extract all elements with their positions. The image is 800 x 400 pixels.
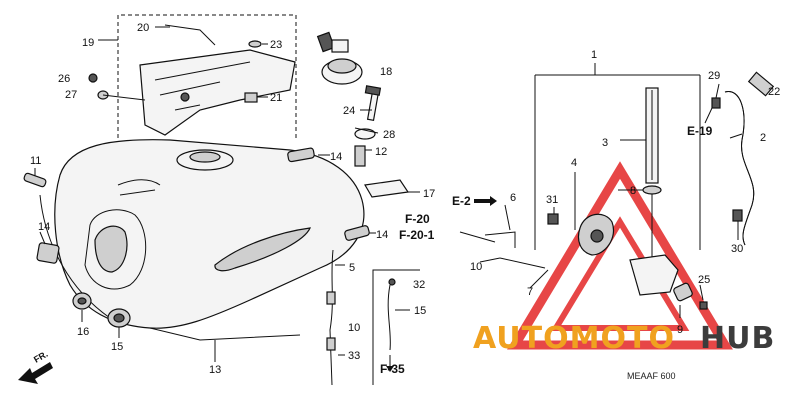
callout-5: 5 <box>349 262 355 274</box>
petcock-valve <box>629 254 679 296</box>
callout-3: 3 <box>602 137 608 149</box>
callout-12: 12 <box>375 146 387 158</box>
tank-emblem-recess <box>84 209 147 290</box>
callout-24: 24 <box>343 105 355 117</box>
callout-33: 33 <box>348 350 360 362</box>
callout-32: 32 <box>413 279 425 291</box>
part-14-top <box>287 147 315 163</box>
leader-lines <box>34 26 743 356</box>
rubber-parts <box>23 147 410 328</box>
callout-1: 1 <box>591 49 597 61</box>
callout-10-b: 10 <box>348 322 360 334</box>
callout-26: 26 <box>58 73 70 85</box>
callout-31: 31 <box>546 194 558 206</box>
callout-2: 2 <box>760 132 766 144</box>
part-6-hose <box>484 231 516 248</box>
callout-19: 19 <box>82 37 94 49</box>
callout-14-left: 14 <box>38 221 50 233</box>
callout-16: 16 <box>77 326 89 338</box>
callout-29: 29 <box>708 70 720 82</box>
part-9-cap <box>673 282 693 302</box>
part-25 <box>699 301 708 310</box>
part-22-spring <box>747 71 775 97</box>
callout-27: 27 <box>65 89 77 101</box>
watermark-text: AUTOMOTO HUB <box>473 321 775 356</box>
ref-f20-1: F-20-1 <box>399 228 435 242</box>
part-10-hose <box>499 257 546 269</box>
front-direction-arrow <box>18 362 53 384</box>
callout-21: 21 <box>270 92 282 104</box>
callout-10-a: 10 <box>470 261 482 273</box>
callout-25: 25 <box>698 274 710 286</box>
part-29-clip <box>711 97 721 109</box>
part-31 <box>547 213 559 225</box>
part-26 <box>88 73 98 83</box>
part-15-hose <box>387 284 391 351</box>
part-8 <box>642 185 662 195</box>
front-label: FR. <box>32 349 50 365</box>
callout-17: 17 <box>423 188 435 200</box>
part-33-clip <box>326 291 336 305</box>
callout-22: 22 <box>768 86 780 98</box>
fuel-cap-group <box>316 31 363 85</box>
vent-hose-group <box>711 71 775 246</box>
seat-cover-part <box>139 49 296 136</box>
seat-cover-group <box>88 14 297 138</box>
callout-20: 20 <box>137 22 149 34</box>
fuel-tank-body <box>54 139 365 329</box>
callout-9: 9 <box>677 324 683 336</box>
part-5-hose <box>329 249 334 386</box>
callout-7: 7 <box>527 286 533 298</box>
callout-4: 4 <box>571 157 577 169</box>
part-11 <box>23 172 47 188</box>
callout-30: 30 <box>731 243 743 255</box>
callout-numbers: 1 2 3 4 5 6 7 8 9 10 11 12 13 14 14 14 1… <box>30 22 780 376</box>
part-20-wire <box>164 24 216 46</box>
part-24 <box>366 90 380 122</box>
part-21 <box>244 92 258 103</box>
callout-15-right: 15 <box>414 305 426 317</box>
bolt-group <box>354 85 382 167</box>
ref-f20: F-20 <box>405 212 430 226</box>
hose-group <box>326 249 420 386</box>
part-30-clip <box>732 209 743 222</box>
part-2-hose <box>724 91 755 246</box>
small-hoses <box>459 231 546 269</box>
callout-28: 28 <box>383 129 395 141</box>
callout-15-left: 15 <box>111 341 123 353</box>
diagram-code: MEAAF 600 <box>627 371 676 381</box>
part-32 <box>388 278 396 286</box>
callout-14-top: 14 <box>330 151 342 163</box>
callout-8: 8 <box>630 185 636 197</box>
ref-e2: E-2 <box>452 194 471 208</box>
watermark-automoto: AUTOMOTO <box>473 321 675 356</box>
petcock-group <box>534 63 708 310</box>
fuel-tank-group <box>39 139 365 362</box>
part-12 <box>354 145 366 167</box>
part-14-left <box>36 242 60 264</box>
watermark-hub: HUB <box>700 321 775 356</box>
callout-6: 6 <box>510 192 516 204</box>
callout-11: 11 <box>30 155 41 167</box>
part-17 <box>364 179 410 198</box>
part-23 <box>248 40 262 48</box>
callout-23: 23 <box>270 39 282 51</box>
ref-f35: F-35 <box>380 362 405 376</box>
tank-side-emblem <box>214 227 311 272</box>
ref-e19: E-19 <box>687 124 713 138</box>
callout-18: 18 <box>380 66 392 78</box>
part-14-right <box>344 225 370 241</box>
callout-13: 13 <box>209 364 221 376</box>
callout-14-right: 14 <box>376 229 388 241</box>
